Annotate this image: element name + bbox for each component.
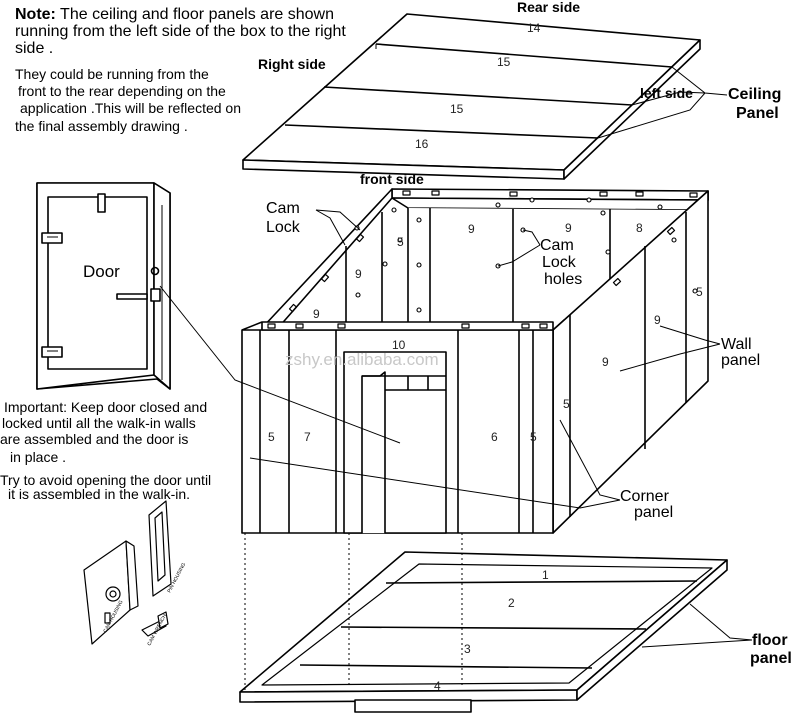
cam-lock-label-2: Lock: [266, 219, 300, 236]
note-text: Note: The ceiling and floor panels are s…: [15, 6, 375, 23]
cam-lock-parts: [83, 500, 172, 645]
floor-panel-label-2: panel: [750, 650, 792, 667]
corner-panel-label-1: Corner: [620, 488, 669, 505]
wall-panel-label-1: Wall: [721, 336, 752, 353]
panel-number-ceiling-3: 16: [415, 137, 429, 151]
cam-lock-holes-label-3: holes: [544, 271, 583, 288]
cam-lock-holes-label-2: Lock: [542, 254, 576, 271]
ceiling-panel-label-1: Ceiling: [728, 86, 782, 103]
cam-lock-label-1: Cam: [266, 200, 300, 217]
note-heading: Note:: [15, 6, 56, 23]
note-line-1: The ceiling and floor panels are shown: [60, 6, 334, 23]
watermark: zshy.en.alibaba.com: [285, 350, 439, 369]
right-side-label: Right side: [258, 56, 326, 72]
important-line-4: in place .: [10, 449, 67, 465]
panel-number-wall_rear-2: 9: [565, 221, 572, 235]
door-drawing: [36, 182, 171, 390]
floor-panel-label-1: floor: [752, 632, 788, 649]
note-para2-line-1: They could be running from the: [15, 66, 209, 82]
panel-number-wall_right-1: 9: [654, 313, 661, 327]
important-line-1: Important: Keep door closed and: [4, 399, 208, 415]
panel-number-wall_rear-3: 8: [636, 221, 643, 235]
panel-number-wall_front-2: 7: [304, 430, 311, 444]
alignment-guides: [244, 533, 463, 692]
important-line-3: are assembled and the door is: [0, 431, 189, 447]
avoid-line-2: it is assembled in the walk-in.: [8, 486, 191, 502]
note-line-2: running from the left side of the box to…: [15, 23, 346, 40]
panel-number-wall_front-4: 5: [530, 430, 537, 444]
front-side-label: front side: [360, 171, 424, 187]
note-para2-line-3: application .This will be reflected on: [20, 100, 242, 116]
panel-number-floor-3: 4: [434, 679, 441, 693]
wall-panel-label-2: panel: [721, 352, 761, 369]
walk-in-box: [241, 188, 709, 534]
left-side-label: left side: [640, 85, 693, 101]
panel-number-ceiling-1: 15: [497, 55, 511, 69]
panel-number-wall_front-3: 6: [491, 430, 498, 444]
note-line-3: side .: [15, 40, 54, 57]
ceiling-panel: [242, 13, 701, 180]
ceiling-panel-label-2: Panel: [736, 105, 779, 122]
important-line-2: locked until all the walk-in walls: [2, 415, 196, 431]
panel-number-wall_front-1: 5: [268, 430, 275, 444]
note-para2-line-2: front to the rear depending on the: [18, 83, 226, 99]
avoid-line-1: Try to avoid opening the door until: [0, 472, 212, 488]
panel-number-wall_rear-0: 5: [397, 235, 404, 249]
cam-lock-hole-dots: [354, 197, 698, 313]
panel-number-floor-2: 3: [464, 642, 471, 656]
panel-number-wall_front-0: 10: [392, 338, 406, 352]
panel-number-ceiling-2: 15: [450, 102, 464, 116]
panel-number-wall_left-1: 9: [313, 307, 320, 321]
leader-lines: [159, 66, 753, 648]
panel-number-ceiling-0: 14: [527, 21, 541, 35]
door-label: Door: [83, 262, 120, 281]
corner-panel-label-2: panel: [634, 504, 674, 521]
panel-number-wall_rear-1: 9: [468, 222, 475, 236]
panel-number-wall_corner_right: 5: [563, 397, 570, 411]
panel-number-floor-1: 2: [508, 596, 515, 610]
panel-number-floor-0: 1: [542, 568, 549, 582]
floor-panel: [239, 551, 728, 713]
note-para2-line-4: the final assembly drawing .: [15, 118, 188, 134]
panel-number-wall_left-0: 9: [355, 267, 362, 281]
cam-lock-holes-label-1: Cam: [540, 237, 574, 254]
rear-side-label: Rear side: [517, 0, 581, 15]
panel-number-wall_right-0: 5: [696, 285, 703, 299]
panel-number-wall_right-2: 9: [602, 355, 609, 369]
panel-number-labels: 14 15 15 16 5 9 9 8 9 9 5 9 9 10 5 7 6 5 5 1 2 3 4: [268, 21, 703, 693]
